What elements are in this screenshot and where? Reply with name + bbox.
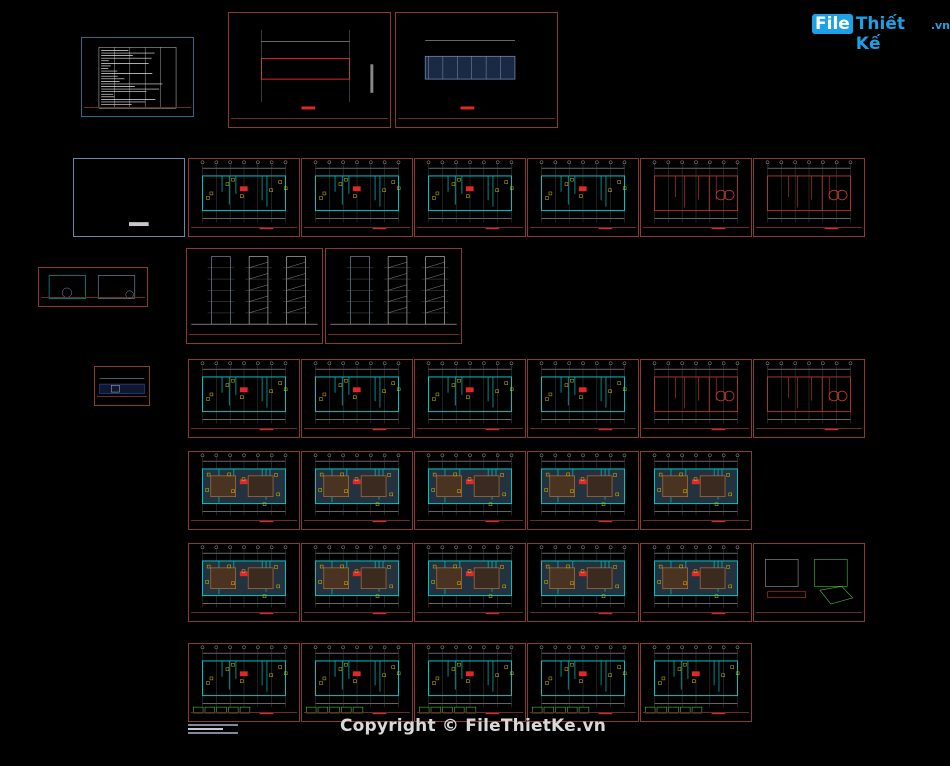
sheet-layout-plan-1-drawing <box>200 361 288 431</box>
sheet-ceiling-detail-2-drawing <box>313 545 401 615</box>
sheet-electrical-plan-5[interactable] <box>640 643 752 722</box>
sheet-site-plan-2-drawing <box>424 40 516 110</box>
sheet-elevation-2-drawing <box>330 256 457 325</box>
sheet-electrical-plan-4[interactable] <box>527 643 639 722</box>
sheet-ceiling-detail-1[interactable] <box>188 543 300 622</box>
sheet-floor-plan-3-drawing <box>426 160 514 230</box>
sheet-cover[interactable] <box>73 158 185 237</box>
sheet-mini-details-drawing <box>48 275 136 299</box>
sheet-mini-details[interactable] <box>38 267 148 307</box>
sheet-ceiling-detail-3-drawing <box>426 545 514 615</box>
sheet-floor-plan-6-drawing <box>765 160 853 230</box>
sheet-electrical-plan-4-drawing <box>532 645 627 715</box>
sheet-construction-details-drawing <box>765 559 854 605</box>
sheet-site-plan[interactable] <box>228 12 391 128</box>
sheet-floor-plan-1[interactable] <box>188 158 300 237</box>
sheet-ceiling-detail-4[interactable] <box>527 543 639 622</box>
sheet-ceiling-plan-1[interactable] <box>188 451 300 530</box>
sheet-electrical-plan-1-drawing <box>193 645 288 715</box>
sheet-elevation-1[interactable] <box>186 248 323 344</box>
sheet-electrical-plan-1[interactable] <box>188 643 300 722</box>
sheet-floor-plan-5[interactable] <box>640 158 752 237</box>
sheet-layout-plan-4-drawing <box>539 361 627 431</box>
sheet-title-table-drawing <box>98 47 177 109</box>
filethietke-logo: File Thiết Kế .vn <box>812 14 950 54</box>
sheet-floor-plan-5-drawing <box>652 160 740 230</box>
sheet-ceiling-detail-3[interactable] <box>414 543 526 622</box>
sheet-ceiling-detail-2[interactable] <box>301 543 413 622</box>
sheet-title-table[interactable] <box>81 37 194 117</box>
sheet-ceiling-plan-1-drawing <box>200 453 288 523</box>
sheet-ceiling-plan-3-drawing <box>426 453 514 523</box>
sheet-floor-plan-2[interactable] <box>301 158 413 237</box>
sheet-ceiling-plan-4-drawing <box>539 453 627 523</box>
sheet-ceiling-plan-4[interactable] <box>527 451 639 530</box>
sheet-layout-plan-2-drawing <box>313 361 401 431</box>
copyright-watermark: Copyright © FileThietKe.vn <box>340 716 607 736</box>
sheet-cover-drawing <box>129 222 149 227</box>
sheet-floor-plan-1-drawing <box>200 160 288 230</box>
sheet-ceiling-detail-4-drawing <box>539 545 627 615</box>
sheet-floor-plan-6[interactable] <box>753 158 865 237</box>
sheet-section-mini[interactable] <box>94 366 150 406</box>
sheet-floor-plan-3[interactable] <box>414 158 526 237</box>
sheet-construction-details[interactable] <box>753 543 865 622</box>
sheet-floor-plan-4-drawing <box>539 160 627 230</box>
layer-legend <box>188 722 238 738</box>
sheet-floor-plan-4[interactable] <box>527 158 639 237</box>
sheet-ceiling-plan-3[interactable] <box>414 451 526 530</box>
sheet-floor-plan-2-drawing <box>313 160 401 230</box>
sheet-layout-plan-3[interactable] <box>414 359 526 438</box>
sheet-electrical-plan-3-drawing <box>419 645 514 715</box>
sheet-layout-plan-5-drawing <box>652 361 740 431</box>
sheet-layout-plan-6-drawing <box>765 361 853 431</box>
sheet-ceiling-plan-2-drawing <box>313 453 401 523</box>
sheet-elevation-2[interactable] <box>325 248 462 344</box>
sheet-electrical-plan-3[interactable] <box>414 643 526 722</box>
sheet-site-plan-2[interactable] <box>395 12 558 128</box>
sheet-electrical-plan-2-drawing <box>306 645 401 715</box>
sheet-layout-plan-6[interactable] <box>753 359 865 438</box>
sheet-ceiling-detail-1-drawing <box>200 545 288 615</box>
sheet-ceiling-plan-2[interactable] <box>301 451 413 530</box>
sheet-layout-plan-3-drawing <box>426 361 514 431</box>
sheet-electrical-plan-2[interactable] <box>301 643 413 722</box>
sheet-ceiling-detail-5[interactable] <box>640 543 752 622</box>
sheet-ceiling-detail-5-drawing <box>652 545 740 615</box>
sheet-layout-plan-2[interactable] <box>301 359 413 438</box>
sheet-layout-plan-5[interactable] <box>640 359 752 438</box>
sheet-section-mini-drawing <box>99 378 145 394</box>
sheet-electrical-plan-5-drawing <box>645 645 740 715</box>
sheet-ceiling-plan-5-drawing <box>652 453 740 523</box>
sheet-ceiling-plan-5[interactable] <box>640 451 752 530</box>
sheet-elevation-1-drawing <box>191 256 318 325</box>
sheet-layout-plan-1[interactable] <box>188 359 300 438</box>
sheet-site-plan-drawing <box>260 30 374 110</box>
logo-vn: .vn <box>930 19 950 32</box>
logo-thietke: Thiết Kế <box>855 14 905 54</box>
logo-file: File <box>812 14 853 34</box>
sheet-layout-plan-4[interactable] <box>527 359 639 438</box>
